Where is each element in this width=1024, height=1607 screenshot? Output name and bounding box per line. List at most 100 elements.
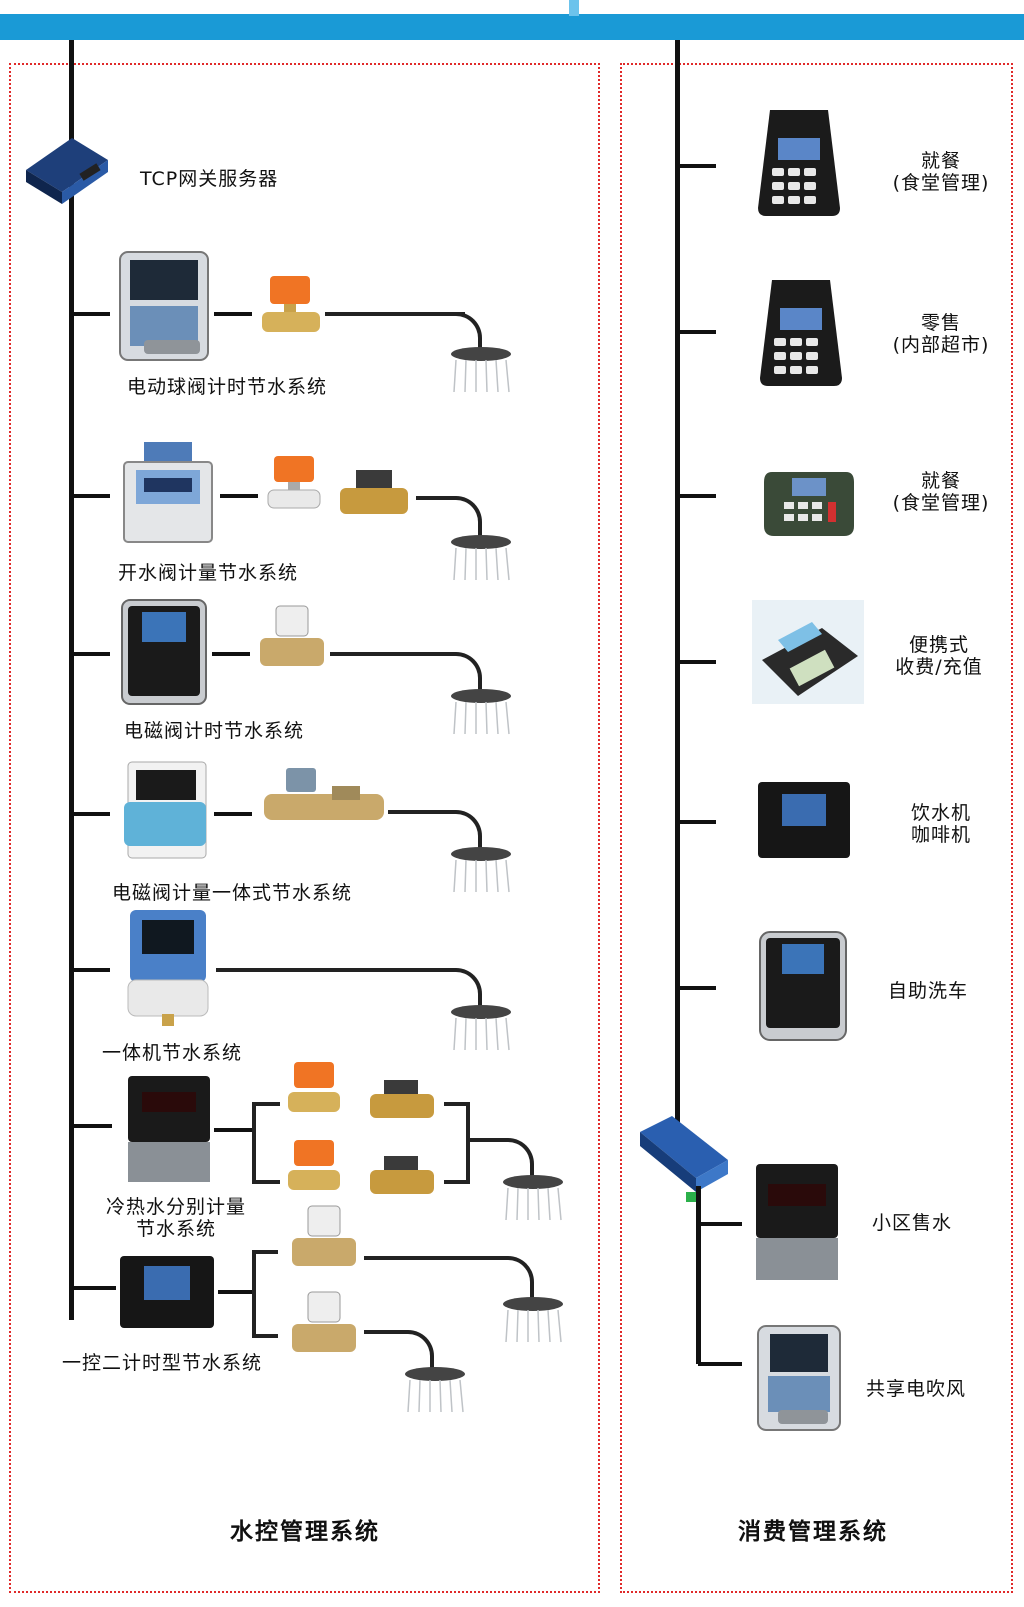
merge-bracket: [444, 1102, 470, 1184]
water-pipe: [364, 1256, 534, 1302]
row-label: 电磁阀计量一体式节水系统: [112, 882, 353, 904]
branch-line: [72, 1124, 112, 1128]
branch-line: [214, 312, 252, 316]
branch-line: [214, 1128, 254, 1132]
branch-line: [218, 1290, 254, 1294]
consume-item-line2: (食堂管理): [892, 492, 990, 514]
consume-item-label: 便携式 收费/充值: [874, 634, 1004, 678]
consume-item-line1: 便携式: [908, 634, 969, 656]
card-reader-icon: [120, 598, 208, 706]
row-label: 电磁阀计时节水系统: [124, 720, 305, 742]
consume-item-line2: 咖啡机: [910, 824, 971, 846]
consume-sub-line: [696, 1186, 701, 1364]
solenoid-valve-icon: [256, 604, 328, 672]
consume-item-label: 零售 (内部超市): [876, 312, 1006, 356]
branch-line: [72, 968, 110, 972]
branch-line: [698, 1222, 742, 1226]
consume-item-line1: 就餐: [920, 470, 961, 492]
branch-line: [72, 652, 110, 656]
consume-item-label: 就餐 (食堂管理): [876, 150, 1006, 194]
card-reader-icon: [122, 760, 212, 860]
ball-valve-icon: [258, 272, 324, 336]
pos-terminal-icon: [762, 470, 856, 538]
row-label: 冷热水分别计量 节水系统: [92, 1196, 260, 1240]
solenoid-valve-icon: [288, 1290, 360, 1358]
water-pipe: [388, 810, 482, 852]
water-pipe: [416, 496, 482, 540]
consume-item-label: 小区售水: [872, 1212, 953, 1234]
display-terminal-icon: [118, 1254, 216, 1330]
branch-line: [678, 820, 716, 824]
ball-valve-icon: [264, 454, 324, 512]
card-reader-icon: [118, 250, 210, 362]
solenoid-valve-icon: [288, 1204, 360, 1272]
card-reader-icon: [122, 440, 214, 544]
branch-line: [212, 652, 250, 656]
branch-line: [72, 494, 110, 498]
branch-line: [220, 494, 258, 498]
shower-head-icon: [500, 1174, 566, 1222]
branch-line: [678, 660, 716, 664]
branch-line: [72, 812, 110, 816]
branch-line: [72, 312, 110, 316]
card-reader-icon: [756, 1324, 842, 1432]
card-reader-icon: [758, 930, 848, 1042]
water-pipe: [418, 968, 482, 1010]
consume-item-line2: (食堂管理): [892, 172, 990, 194]
row-label: 一体机节水系统: [102, 1042, 243, 1064]
consume-backbone-line: [675, 40, 680, 1130]
pos-terminal-icon: [758, 278, 844, 388]
bus-connector: [569, 0, 579, 16]
row-label: 电动球阀计时节水系统: [127, 376, 328, 398]
branch-line: [72, 1286, 116, 1290]
branch-line: [698, 1362, 742, 1366]
consume-item-label: 饮水机 咖啡机: [876, 802, 1006, 846]
consumption-panel: [620, 63, 1013, 1593]
water-pipe: [364, 1330, 434, 1372]
branch-line: [678, 330, 716, 334]
pos-terminal-icon: [756, 108, 842, 218]
consume-item-line1: 饮水机: [910, 802, 971, 824]
consume-item-line2: 收费/充值: [895, 656, 983, 678]
display-terminal-icon: [754, 1162, 840, 1282]
display-terminal-icon: [756, 780, 852, 860]
split-bracket: [252, 1102, 280, 1184]
solenoid-valve-icon: [368, 1078, 436, 1122]
gateway-icon: [22, 130, 110, 208]
branch-line: [214, 812, 252, 816]
branch-line: [678, 494, 716, 498]
shower-head-icon: [448, 346, 514, 394]
consume-item-line1: 零售: [920, 312, 961, 334]
gateway-icon: [636, 1112, 732, 1206]
consume-panel-title: 消费管理系统: [738, 1519, 888, 1545]
water-panel-title: 水控管理系统: [230, 1519, 380, 1545]
solenoid-valve-icon: [368, 1154, 436, 1198]
flow-meter-icon: [262, 766, 386, 828]
consume-item-label: 自助洗车: [888, 980, 969, 1002]
row-label: 开水阀计量节水系统: [118, 562, 299, 584]
solenoid-valve-icon: [338, 468, 410, 518]
consume-item-line2: (内部超市): [892, 334, 990, 356]
water-pipe: [470, 1138, 534, 1180]
shower-head-icon: [448, 846, 514, 894]
shower-head-icon: [448, 534, 514, 582]
portable-pos-icon: [752, 600, 864, 704]
gateway-label: TCP网关服务器: [140, 168, 279, 190]
consume-item-label: 共享电吹风: [866, 1378, 967, 1400]
water-pipe: [325, 312, 465, 316]
display-terminal-icon: [126, 1074, 212, 1186]
row-label-line1: 冷热水分别计量: [105, 1196, 246, 1218]
shower-head-icon: [402, 1366, 468, 1414]
consume-item-label: 就餐 (食堂管理): [876, 470, 1006, 514]
water-pipe: [418, 312, 482, 352]
top-bus-bar: [0, 14, 1024, 40]
branch-line: [678, 164, 716, 168]
water-pipe: [330, 652, 482, 694]
consume-item-line1: 就餐: [920, 150, 961, 172]
row-label: 一控二计时型节水系统: [62, 1352, 263, 1374]
integrated-unit-icon: [126, 908, 210, 1028]
water-backbone-line: [69, 40, 74, 1320]
shower-head-icon: [500, 1296, 566, 1344]
ball-valve-icon: [284, 1060, 344, 1118]
shower-head-icon: [448, 688, 514, 736]
